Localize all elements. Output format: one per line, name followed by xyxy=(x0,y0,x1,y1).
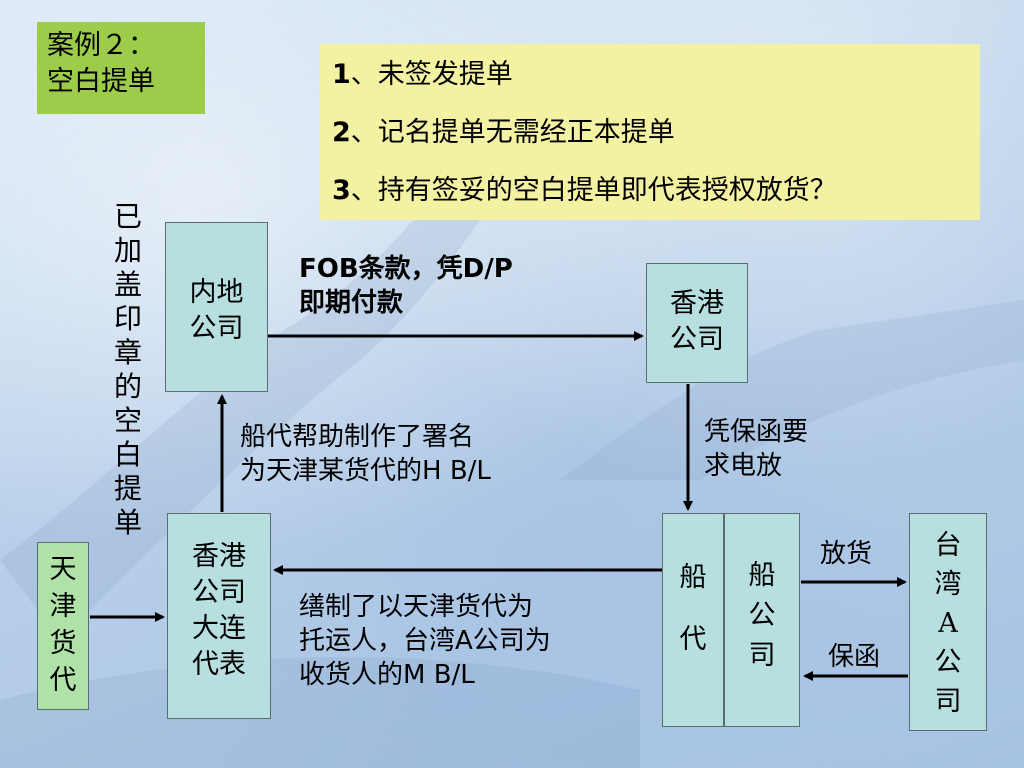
mbl-label: 缮制了以天津货代为托运人，台湾A公司为收货人的M B/L xyxy=(299,592,551,690)
guarantee-release-label: 凭保函要求电放 xyxy=(704,417,809,481)
case-title-line2: 空白提单 xyxy=(47,66,155,97)
hbl-label: 船代帮助制作了署名为天津某货代的H B/L xyxy=(240,422,491,486)
mainland-company-box: 内地公司 xyxy=(165,222,268,392)
note-item-3: 3、持有签妥的空白提单即代表授权放货？ xyxy=(332,175,837,206)
note-item-2: 2、记名提单无需经正本提单 xyxy=(332,117,675,148)
notes-box: 1、未签发提单 2、记名提单无需经正本提单 3、持有签妥的空白提单即代表授权放货… xyxy=(320,44,980,220)
letter-guarantee-label: 保函 xyxy=(828,642,881,672)
release-goods-label: 放货 xyxy=(820,539,873,569)
ship-company-box: 船公司 xyxy=(724,513,800,727)
case-title-line1: 案例２： xyxy=(47,30,155,61)
case-title: 案例２： 空白提单 xyxy=(37,22,205,114)
hongkong-company-box: 香港公司 xyxy=(646,263,748,383)
hk-dalian-rep-box: 香港公司大连代表 xyxy=(167,513,271,719)
ship-agent-box: 船代 xyxy=(662,513,724,727)
side-label: 已加盖印章的空白提单 xyxy=(113,200,142,539)
tianjin-forwarder-box: 天津货代 xyxy=(37,542,89,710)
note-item-1: 1、未签发提单 xyxy=(332,59,513,90)
